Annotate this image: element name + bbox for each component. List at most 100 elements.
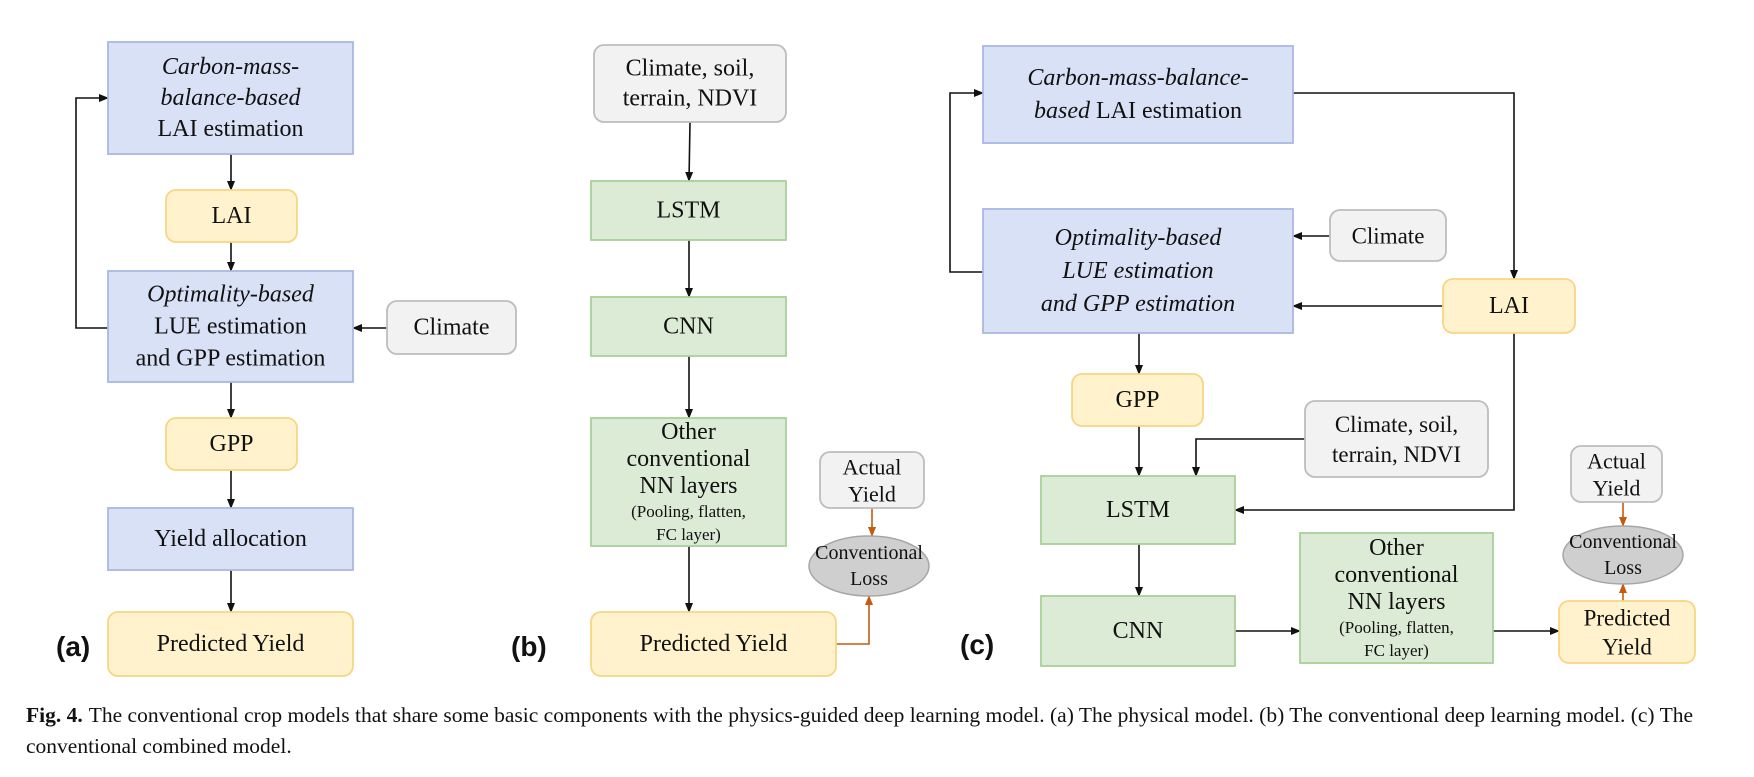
node-label-line: Yield <box>1602 634 1652 659</box>
node-shape <box>808 535 930 597</box>
node-c-carbon-lai: Carbon-mass-balance-based LAI estimation <box>982 45 1294 144</box>
node-label-line: LSTM <box>656 198 720 224</box>
node-label-line: (Pooling, flatten, <box>1339 618 1454 637</box>
node-label-line: GPP <box>209 431 253 457</box>
node-label-line: Optimality-based <box>147 282 315 308</box>
node-shape <box>107 270 354 383</box>
node-label-line: Conventional <box>815 542 923 564</box>
node-label-line: LAI estimation <box>158 116 304 142</box>
node-label-line: Actual <box>843 454 902 479</box>
node-shape <box>590 296 787 357</box>
node-label-line: Predicted Yield <box>157 631 305 657</box>
node-label-line: and GPP estimation <box>136 346 326 372</box>
node-label-line: Carbon-mass- <box>162 54 299 80</box>
node-shape <box>107 41 354 155</box>
node-shape <box>1040 475 1236 545</box>
node-shape <box>590 417 787 547</box>
node-label-line: Conventional <box>1569 531 1677 553</box>
node-label-line: GPP <box>1115 387 1159 413</box>
node-c-inputs: Climate, soil, terrain, NDVI <box>1304 400 1489 478</box>
node-a-climate: Climate <box>386 300 517 355</box>
node-c-climate: Climate <box>1329 209 1447 262</box>
node-label-line: conventional <box>627 446 751 472</box>
flow-arrow <box>1234 333 1515 514</box>
flow-arrow <box>1192 438 1305 477</box>
node-shape <box>1562 525 1684 585</box>
node-a-pred: Predicted Yield <box>107 611 354 677</box>
node-shape <box>107 507 354 571</box>
flow-arrow <box>75 94 109 329</box>
node-label-line: Yield <box>848 481 896 506</box>
node-label-line: balance-based <box>161 85 302 111</box>
node-shape <box>590 611 837 677</box>
flow-arrow <box>1293 92 1518 280</box>
node-label-line: Climate <box>1352 223 1425 248</box>
node-label-line: Carbon-mass-balance- <box>1027 65 1248 91</box>
panel-labels: (a)(b)(c) <box>56 629 994 662</box>
node-b-lstm: LSTM <box>590 180 787 241</box>
figure-caption: Fig. 4.The conventional crop models that… <box>26 700 1731 762</box>
node-shape <box>1040 595 1236 667</box>
node-shape <box>1558 600 1696 664</box>
node-shape <box>1442 278 1576 334</box>
node-label-line: Actual <box>1587 448 1646 473</box>
connector-arrows <box>75 89 1627 645</box>
node-label-line: LAI <box>212 203 252 229</box>
loss-arrow <box>836 595 873 645</box>
node-label-line: based LAI estimation <box>1034 98 1242 124</box>
flow-arrow <box>685 121 694 182</box>
node-shape <box>590 180 787 241</box>
node-label-line: Climate, soil, <box>1335 412 1458 437</box>
panel-label-c: (c) <box>960 629 994 660</box>
node-c-gpp: GPP <box>1071 373 1204 427</box>
node-label-line: terrain, NDVI <box>623 86 758 112</box>
node-label-line: NN layers <box>640 473 738 499</box>
node-shape <box>1299 532 1494 664</box>
node-c-lai: LAI <box>1442 278 1576 334</box>
node-shape <box>982 208 1294 334</box>
node-label-line: FC layer) <box>656 525 721 544</box>
node-a-lai: LAI <box>165 189 298 243</box>
node-label-line: NN layers <box>1348 589 1446 615</box>
node-label-line: Other <box>1369 535 1424 561</box>
node-shape <box>1570 445 1663 503</box>
caption-text: The conventional crop models that share … <box>26 703 1693 758</box>
node-label-line: Predicted Yield <box>640 631 788 657</box>
node-label-line: Climate, soil, <box>626 56 755 82</box>
node-shape <box>165 417 298 471</box>
node-a-yield-alloc: Yield allocation <box>107 507 354 571</box>
node-label-line: and GPP estimation <box>1041 291 1235 317</box>
node-label-line: Yield allocation <box>154 526 307 552</box>
node-label-line: LAI <box>1489 293 1529 319</box>
node-label-line: (Pooling, flatten, <box>631 502 746 521</box>
node-label-line: Other <box>661 419 716 445</box>
node-shape <box>1071 373 1204 427</box>
node-label-line: Yield <box>1593 475 1641 500</box>
node-label-line: Loss <box>1604 557 1642 579</box>
node-shape <box>165 189 298 243</box>
node-label-line: Optimality-based <box>1055 225 1223 251</box>
node-label-line: Climate <box>414 315 490 341</box>
node-label-line: Loss <box>850 568 888 590</box>
node-label-line: LSTM <box>1106 497 1170 523</box>
node-label-line: FC layer) <box>1364 641 1429 660</box>
node-shape <box>107 611 354 677</box>
node-shape <box>386 300 517 355</box>
node-label-line: LUE estimation <box>154 314 307 340</box>
node-label-line: terrain, NDVI <box>1332 442 1461 467</box>
panel-label-b: (b) <box>511 631 547 662</box>
node-label-line: CNN <box>1113 618 1164 644</box>
node-b-cnn: CNN <box>590 296 787 357</box>
node-label-line: conventional <box>1335 562 1459 588</box>
